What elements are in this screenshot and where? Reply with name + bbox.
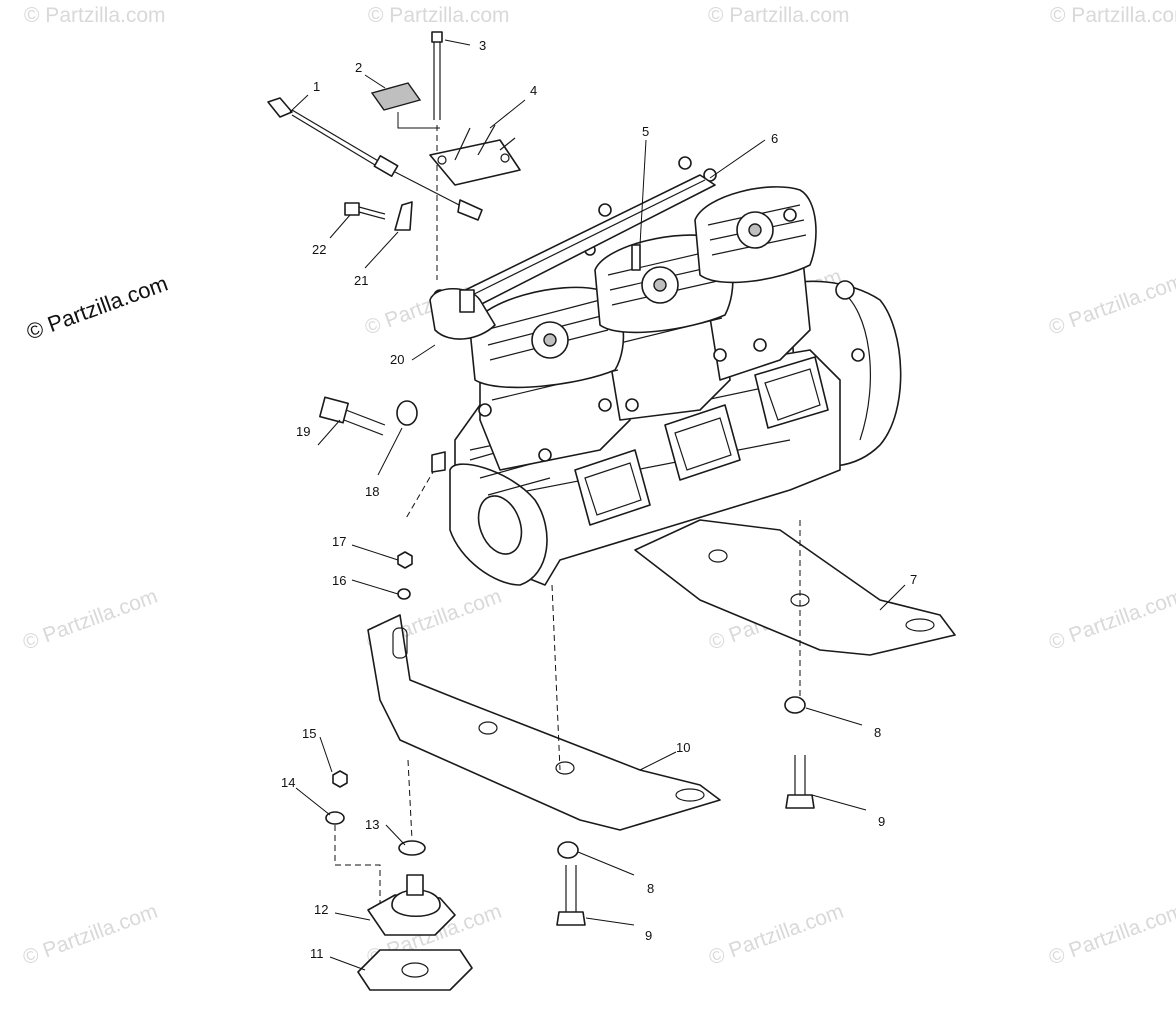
callout-10: 10 bbox=[676, 740, 690, 755]
spark-plug bbox=[631, 244, 641, 271]
leader-2 bbox=[397, 112, 440, 129]
washer-16 bbox=[397, 588, 411, 600]
adjust-screw bbox=[344, 202, 386, 220]
watermark-text: © Partzilla.com bbox=[708, 4, 850, 27]
watermark-text: © Partzilla.com bbox=[1046, 585, 1176, 655]
engine-mount-axis bbox=[551, 584, 561, 771]
left-mount-plate bbox=[367, 614, 721, 831]
cylinder-heads bbox=[469, 186, 817, 389]
shim-plate bbox=[357, 949, 473, 991]
callout-11: 11 bbox=[310, 946, 324, 961]
callout-8: 8 bbox=[874, 725, 881, 740]
decal bbox=[370, 82, 422, 111]
callout-6: 6 bbox=[771, 131, 778, 146]
sensor-fitting bbox=[459, 289, 475, 313]
callout-2: 2 bbox=[355, 60, 362, 75]
callout-numbers: 1 2 3 4 5 6 7 8 9 10 11 12 13 14 15 16 1… bbox=[281, 38, 917, 961]
mounting-bracket bbox=[429, 124, 521, 186]
watermark-text: © Partzilla.com bbox=[368, 4, 510, 27]
callout-18: 18 bbox=[365, 484, 379, 499]
watermark-text: © Partzilla.com bbox=[706, 900, 847, 970]
rubber-mount bbox=[367, 874, 456, 936]
callout-21: 21 bbox=[354, 273, 368, 288]
mount-bolt-19 bbox=[319, 396, 386, 436]
callout-1: 1 bbox=[313, 79, 320, 94]
long-bolt bbox=[431, 31, 443, 120]
throttle-lever bbox=[394, 201, 413, 231]
bolt-9-right bbox=[785, 755, 815, 809]
callout-9: 9 bbox=[645, 928, 652, 943]
callout-leaders bbox=[289, 39, 906, 971]
callout-20: 20 bbox=[390, 352, 404, 367]
washer-18 bbox=[396, 400, 418, 426]
callout-16: 16 bbox=[332, 573, 346, 588]
callout-3: 3 bbox=[479, 38, 486, 53]
right-mount-plate bbox=[634, 519, 956, 656]
callout-22: 22 bbox=[312, 242, 326, 257]
watermark-text: © Partzilla.com bbox=[24, 4, 166, 27]
watermark-text: © Partzilla.com bbox=[1046, 900, 1176, 970]
engine-assembly bbox=[429, 156, 902, 586]
callout-5: 5 bbox=[642, 124, 649, 139]
watermark-text: © Partzilla.com bbox=[1046, 270, 1176, 340]
watermark-text: © Partzilla.com bbox=[20, 585, 161, 655]
callout-15: 15 bbox=[302, 726, 316, 741]
callout-8: 8 bbox=[647, 881, 654, 896]
bolt-9-left bbox=[556, 865, 586, 926]
washer-14 bbox=[325, 811, 345, 825]
reed-cages bbox=[574, 356, 829, 526]
nut-15 bbox=[332, 770, 348, 788]
mount-14-axis bbox=[334, 825, 381, 920]
callout-17: 17 bbox=[332, 534, 346, 549]
callout-7: 7 bbox=[910, 572, 917, 587]
washer-8-left bbox=[557, 841, 579, 859]
washer-8-right bbox=[784, 696, 806, 714]
throttle-cable bbox=[267, 97, 483, 221]
nut-17 bbox=[397, 551, 413, 569]
stud-13-axis bbox=[407, 759, 413, 841]
thermostat-housing bbox=[429, 288, 496, 340]
callout-4: 4 bbox=[530, 83, 537, 98]
callout-9: 9 bbox=[878, 814, 885, 829]
callout-13: 13 bbox=[365, 817, 379, 832]
callout-12: 12 bbox=[314, 902, 328, 917]
washer-13 bbox=[398, 840, 426, 856]
callout-19: 19 bbox=[296, 424, 310, 439]
callout-14: 14 bbox=[281, 775, 295, 790]
watermark-text: © Partzilla.com bbox=[1050, 4, 1176, 27]
partzilla-watermark: © Partzilla.com bbox=[23, 271, 171, 345]
watermark-text: © Partzilla.com bbox=[20, 900, 161, 970]
